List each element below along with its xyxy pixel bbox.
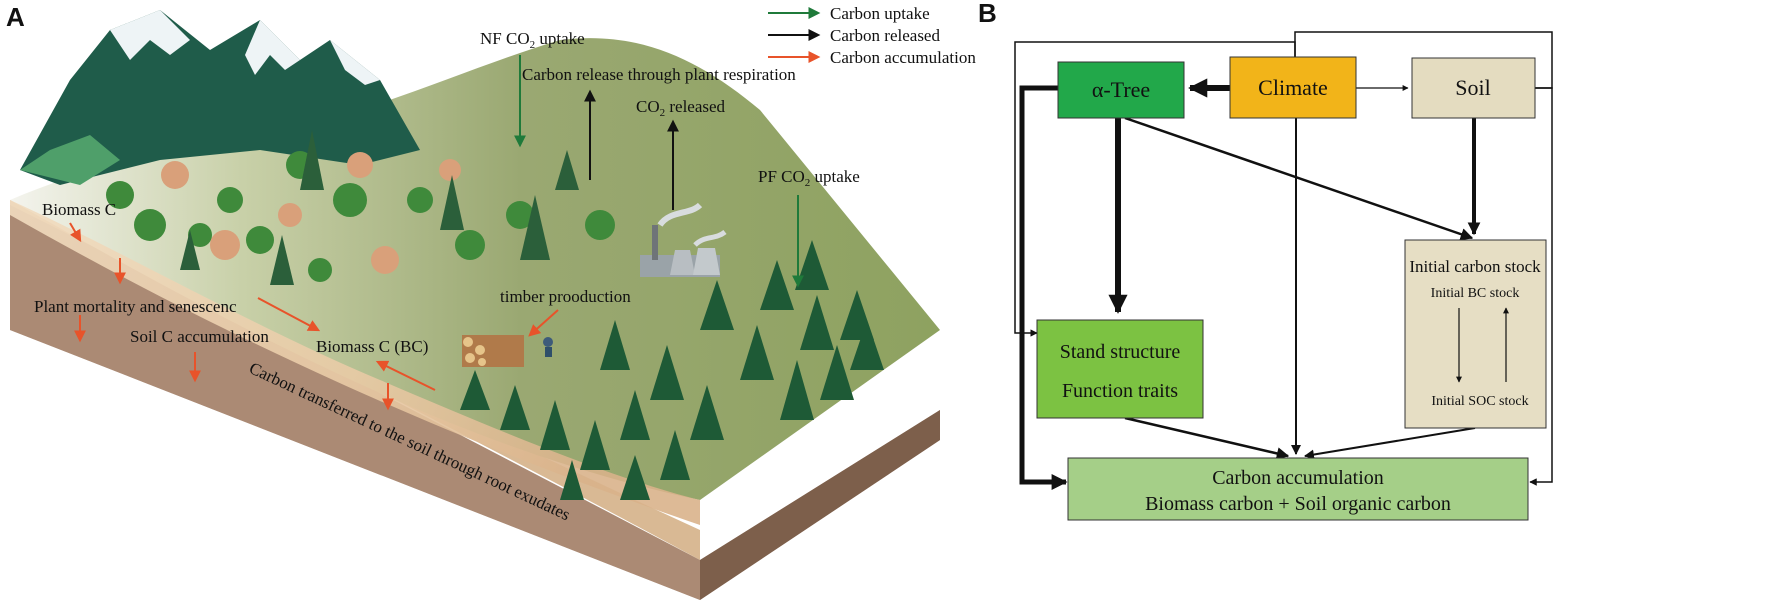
panel-b-letter: B bbox=[978, 0, 997, 28]
nf-uptake-label: NF CO2 uptake bbox=[480, 29, 585, 51]
soil-accum-label: Soil C accumulation bbox=[130, 327, 269, 346]
panel-a-letter: A bbox=[6, 2, 25, 32]
alpha-tree-box bbox=[1057, 61, 1185, 119]
biomass-c-label: Biomass C bbox=[42, 200, 116, 219]
stand-structure-label: Stand structure bbox=[1060, 341, 1181, 363]
alpha-tree-label: α-Tree bbox=[1092, 77, 1150, 102]
soil-label: Soil bbox=[1455, 75, 1490, 100]
pf-uptake-label: PF CO2 uptake bbox=[758, 167, 860, 189]
timber-arrow bbox=[528, 309, 559, 337]
mortality-label: Plant mortality and senescenc bbox=[34, 297, 237, 316]
biomass-c-arrow bbox=[69, 222, 82, 243]
stand-to-accum-arrow bbox=[1124, 416, 1290, 460]
initial-carbon-stock-label: Initial carbon stock bbox=[1409, 257, 1541, 276]
timber-label: timber prooduction bbox=[500, 287, 631, 306]
plantation-forest-illustration bbox=[460, 240, 884, 500]
landscape-block bbox=[10, 38, 940, 600]
carbon-sum-label: Biomass carbon + Soil organic carbon bbox=[1145, 493, 1451, 515]
tree-to-initial-arrow bbox=[1124, 116, 1474, 241]
initial-soc-stock-label: Initial SOC stock bbox=[1431, 394, 1528, 409]
climate-box bbox=[1229, 56, 1357, 119]
climate-label: Climate bbox=[1258, 75, 1328, 100]
legend-accum-label: Carbon accumulation bbox=[830, 48, 976, 67]
tree-to-accum-side-arrow bbox=[1019, 85, 1068, 491]
biomass-bc-label: Biomass C (BC) bbox=[316, 337, 428, 356]
initial-bc-stock-label: Initial BC stock bbox=[1431, 286, 1520, 301]
initial-carbon-stock-box bbox=[1404, 239, 1547, 429]
legend-released-label: Carbon released bbox=[830, 26, 940, 45]
legend-uptake-label: Carbon uptake bbox=[830, 4, 930, 23]
timber-logs-illustration bbox=[462, 335, 553, 367]
legend: Carbon uptake Carbon released Carbon acc… bbox=[768, 4, 976, 67]
mountains-illustration bbox=[20, 10, 420, 185]
function-traits-label: Function traits bbox=[1062, 380, 1178, 402]
stand-structure-box bbox=[1036, 319, 1204, 419]
carbon-accumulation-label: Carbon accumulation bbox=[1212, 467, 1384, 489]
soil-box bbox=[1411, 57, 1536, 119]
soil-to-accum-side-arrow bbox=[1529, 87, 1553, 486]
broadleaf-forest-illustration bbox=[106, 130, 615, 285]
co2-released-label: CO2 released bbox=[636, 97, 726, 119]
carbon-accumulation-box bbox=[1067, 457, 1529, 521]
respiration-label: Carbon release through plant respiration bbox=[522, 65, 796, 84]
initial-to-accum-arrow bbox=[1304, 427, 1476, 460]
biomass-bc-arrow bbox=[257, 297, 321, 332]
transfer-arrow bbox=[375, 360, 436, 391]
factory-illustration bbox=[640, 202, 727, 277]
